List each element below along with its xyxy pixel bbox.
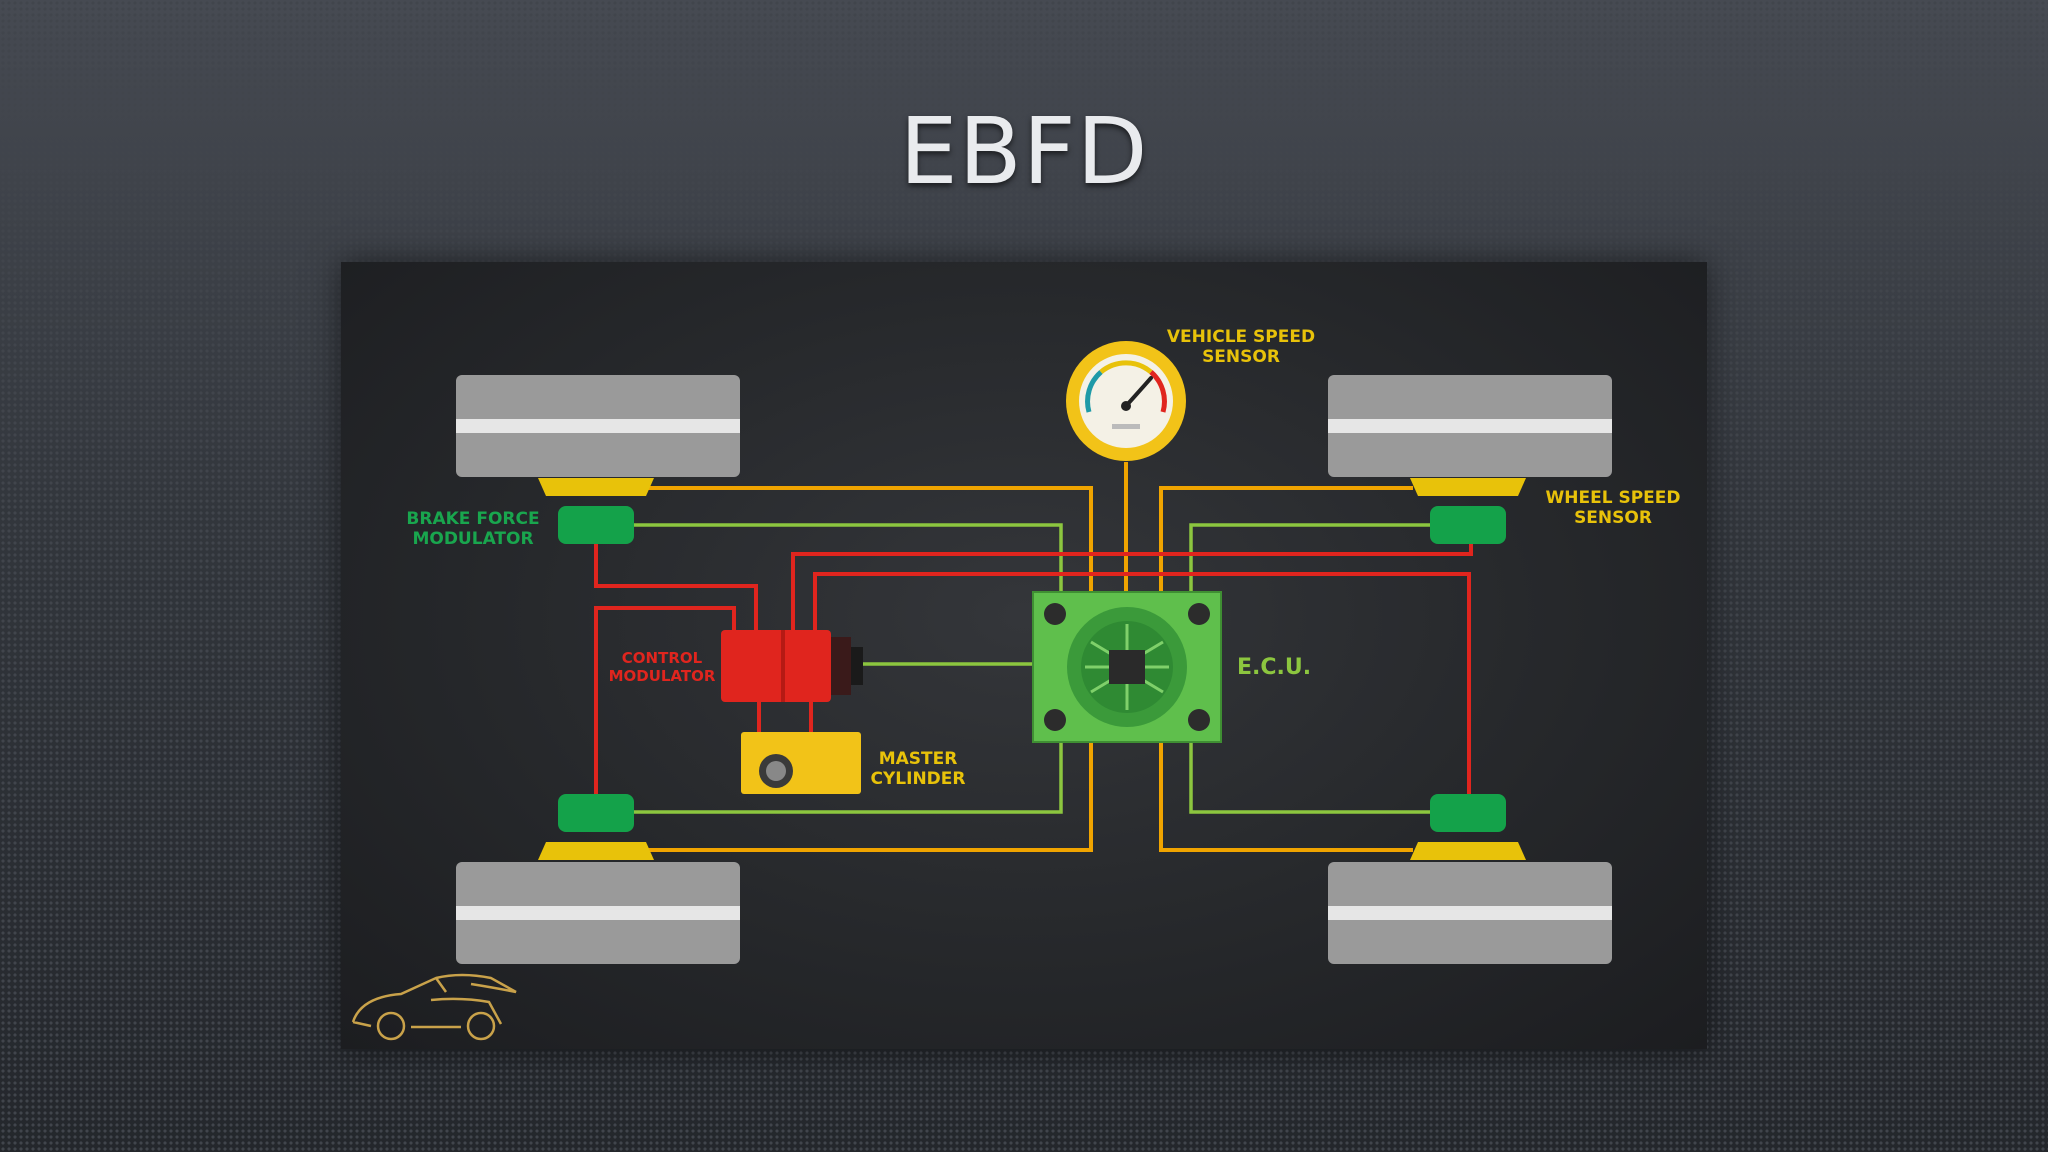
sensor-rear-right (1410, 842, 1526, 860)
ebfd-diagram-svg: VEHICLE SPEED SENSOR BRAKE FORCE MODULAT… (351, 327, 1681, 1041)
brake-force-modulator-label-2: MODULATOR (412, 529, 533, 549)
orange-line-rear-left (581, 742, 1093, 852)
red-line-rear-right (813, 572, 1471, 794)
wheel-rear-right (1328, 862, 1612, 964)
ecu-label: E.C.U. (1237, 655, 1311, 680)
circuit-chip-icon (1067, 607, 1187, 727)
red-line-front-left (594, 542, 758, 630)
vehicle-speed-sensor-label-2: SENSOR (1202, 347, 1280, 367)
ebfd-diagram: VEHICLE SPEED SENSOR BRAKE FORCE MODULAT… (341, 262, 1707, 1049)
master-cylinder (741, 732, 861, 794)
master-cylinder-label-1: MASTER (879, 749, 958, 769)
wheel-front-left (456, 375, 740, 477)
red-line-rear-left (594, 606, 736, 802)
vehicle-speed-sensor-label-1: VEHICLE SPEED (1167, 327, 1315, 347)
speedometer-icon (1066, 341, 1186, 461)
sensor-front-right (1410, 478, 1526, 496)
modulator-rear-right (1430, 794, 1506, 832)
car-logo-icon (351, 973, 517, 1041)
wheel-rear-left (456, 862, 740, 964)
sensor-rear-left (538, 842, 654, 860)
orange-line-front-right (1159, 486, 1413, 592)
ecu-unit (1032, 591, 1222, 743)
control-modulator-label-2: MODULATOR (609, 667, 716, 685)
control-modulator-label-1: CONTROL (622, 649, 703, 667)
green-line-rear-left (631, 742, 1063, 814)
wheel-speed-sensors (538, 478, 1526, 860)
orange-line-front-left (581, 486, 1093, 592)
sensor-front-left (538, 478, 654, 496)
red-line-front-right (791, 540, 1473, 630)
brake-lines-red (594, 540, 1473, 802)
wheel-speed-sensor-label-1: WHEEL SPEED (1546, 488, 1681, 508)
orange-line-rear-right (1159, 742, 1413, 852)
wheel-speed-sensor-label-2: SENSOR (1574, 508, 1652, 528)
wheel-front-right (1328, 375, 1612, 477)
green-line-front-right (1189, 523, 1431, 592)
green-line-front-left (631, 523, 1063, 592)
signal-lines-green (631, 523, 1431, 814)
green-line-rear-right (1189, 742, 1431, 814)
modulator-front-right (1430, 506, 1506, 544)
master-cylinder-label-2: CYLINDER (871, 769, 966, 789)
slide-title: EBFD (899, 98, 1149, 205)
modulator-rear-left (558, 794, 634, 832)
control-modulator (721, 630, 863, 702)
signal-lines-orange (581, 462, 1413, 852)
modulator-front-left (558, 506, 634, 544)
brake-force-modulators (558, 506, 1506, 832)
brake-force-modulator-label-1: BRAKE FORCE (406, 509, 539, 529)
